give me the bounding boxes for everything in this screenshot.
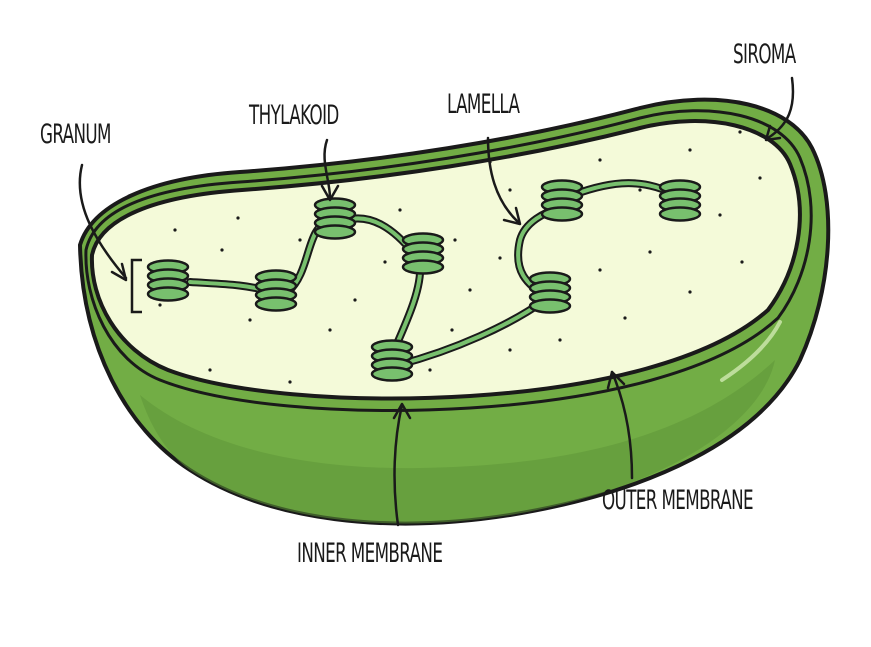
granum-stack (401, 232, 445, 275)
granum-stack (146, 259, 190, 302)
stroma-label: SIROMA (733, 39, 796, 70)
granum-bracket (130, 258, 142, 314)
stroma-surface (89, 119, 802, 401)
outer-membrane-label: OUTER MEMBRANE (602, 485, 754, 516)
inner-membrane-arrowhead (392, 402, 412, 420)
thylakoid-disc (254, 296, 298, 312)
lamella-arrowhead (502, 206, 522, 226)
grana-stacks (146, 179, 702, 382)
thylakoid-disc (370, 366, 414, 382)
stroma-arrow (766, 76, 795, 140)
granum-label: GRANUM (40, 119, 112, 150)
granum-stack (658, 179, 702, 222)
thylakoid-arrow (323, 138, 332, 200)
thylakoid-disc (313, 224, 357, 240)
granum-stack (254, 269, 298, 312)
lamella-arrow (486, 136, 520, 224)
inner-membrane-arrow (393, 403, 404, 527)
granum-arrowhead (110, 262, 128, 282)
lamella-label: LAMELLA (447, 89, 520, 120)
granum-stack (540, 179, 584, 222)
granum-stack (370, 339, 414, 382)
thylakoid-disc (540, 206, 584, 222)
granum-stack (313, 197, 357, 240)
outer-membrane-arrowhead (606, 370, 626, 390)
inner-membrane-label: INNER MEMBRANE (297, 538, 443, 569)
outer-membrane-arrow (610, 370, 634, 480)
thylakoid-disc (401, 259, 445, 275)
pointer-arrows (78, 76, 795, 527)
granum-arrow (78, 163, 128, 280)
thylakoid-disc (146, 286, 190, 302)
outer-body-shadow (140, 360, 775, 524)
thylakoid-arrowhead (320, 184, 340, 202)
thylakoid-disc (658, 206, 702, 222)
thylakoid-label: THYLAKOID (249, 100, 339, 131)
thylakoid-disc (528, 298, 572, 314)
outer-body-highlight (720, 320, 782, 382)
stroma-arrowhead (764, 124, 782, 142)
granum-stack (528, 271, 572, 314)
